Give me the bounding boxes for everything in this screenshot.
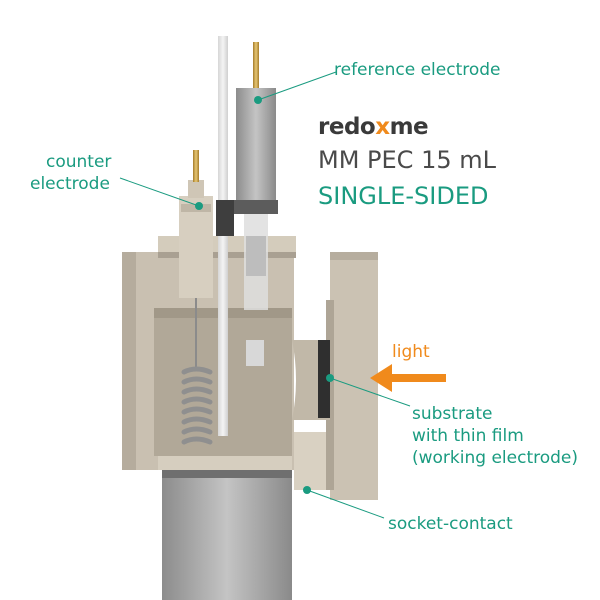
substrate-label-1: substrate bbox=[412, 404, 493, 424]
reference-electrode bbox=[216, 36, 278, 436]
variant-title: SINGLE-SIDED bbox=[318, 182, 489, 210]
product-title: MM PEC 15 mL bbox=[318, 146, 496, 174]
brand-logo: redoxme bbox=[318, 114, 429, 140]
reference-electrode-label: reference electrode bbox=[334, 60, 501, 80]
substrate-label-3: (working electrode) bbox=[412, 448, 579, 468]
bottom-block bbox=[162, 470, 292, 600]
socket-contact-label: socket-contact bbox=[388, 514, 513, 534]
socket-contact bbox=[294, 432, 326, 490]
coil-spring bbox=[181, 366, 213, 445]
counter-electrode-label-2: electrode bbox=[30, 174, 110, 194]
light-arrow-icon bbox=[370, 364, 446, 392]
substrate bbox=[318, 340, 330, 418]
light-label: light bbox=[392, 342, 430, 362]
counter-electrode-label-1: counter bbox=[46, 152, 112, 172]
substrate-label-2: with thin film bbox=[412, 426, 524, 446]
